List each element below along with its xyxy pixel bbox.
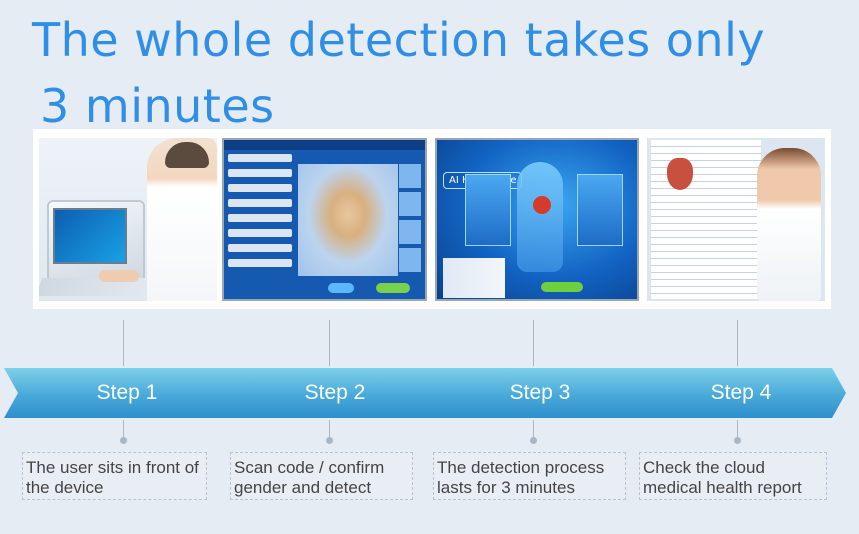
- doctors-photo: [443, 258, 505, 298]
- step-3-label: Step 3: [509, 381, 571, 404]
- body-scan-figure: [517, 162, 563, 272]
- connector-bottom-4: [737, 420, 738, 438]
- connector-bottom-3: [533, 420, 534, 438]
- step-4-chevron: Step 4: [626, 368, 846, 418]
- connector-dot-2: [326, 437, 333, 444]
- step-3-chevron: Step 3: [424, 368, 646, 418]
- user-hand: [99, 270, 139, 282]
- health-report-photo: [647, 138, 825, 301]
- connector-top-3: [533, 320, 534, 366]
- step-4-label: Step 4: [710, 381, 772, 404]
- step-2-description: Scan code / confirm gender and detect: [230, 452, 413, 500]
- step-2-chevron: Step 2: [218, 368, 442, 418]
- doctor-figure: [757, 148, 821, 301]
- app-button-primary: [376, 283, 410, 293]
- app-button-secondary: [328, 283, 354, 293]
- step-2-label: Step 2: [304, 381, 366, 404]
- connector-top-4: [737, 320, 738, 366]
- headline-line-1: The whole detection takes only: [32, 13, 766, 67]
- app-form: [228, 154, 292, 274]
- scan-photo: [298, 164, 398, 276]
- headline-line-2: 3 minutes: [40, 79, 275, 133]
- connector-dot-4: [734, 437, 741, 444]
- step-1-chevron: Step 1: [4, 368, 240, 418]
- side-panel-left: [465, 174, 511, 246]
- side-panel-right: [577, 174, 623, 246]
- connector-top-2: [329, 320, 330, 366]
- connector-bottom-1: [123, 420, 124, 438]
- image-strip: AI Healthcare: [33, 129, 831, 309]
- step-1-description: The user sits in front of the device: [22, 452, 207, 500]
- heart-organ-icon: [667, 158, 693, 190]
- connector-dot-1: [120, 437, 127, 444]
- heart-icon: [533, 196, 551, 214]
- app-screenshot: [222, 138, 427, 301]
- device-photo: [39, 138, 217, 301]
- connector-top-1: [123, 320, 124, 366]
- step-1-label: Step 1: [96, 381, 158, 404]
- thumbnail-column: [399, 164, 421, 276]
- connector-bottom-2: [329, 420, 330, 438]
- device-screen: [53, 208, 127, 264]
- step-4-description: Check the cloud medical health report: [639, 452, 827, 500]
- connector-dot-3: [530, 437, 537, 444]
- health-report-document: [651, 140, 761, 299]
- ai-healthcare-screen: AI Healthcare: [435, 138, 639, 301]
- user-hair: [165, 142, 209, 168]
- next-step-button: [541, 282, 583, 292]
- app-topbar: [224, 140, 425, 150]
- step-3-description: The detection process lasts for 3 minute…: [433, 452, 626, 500]
